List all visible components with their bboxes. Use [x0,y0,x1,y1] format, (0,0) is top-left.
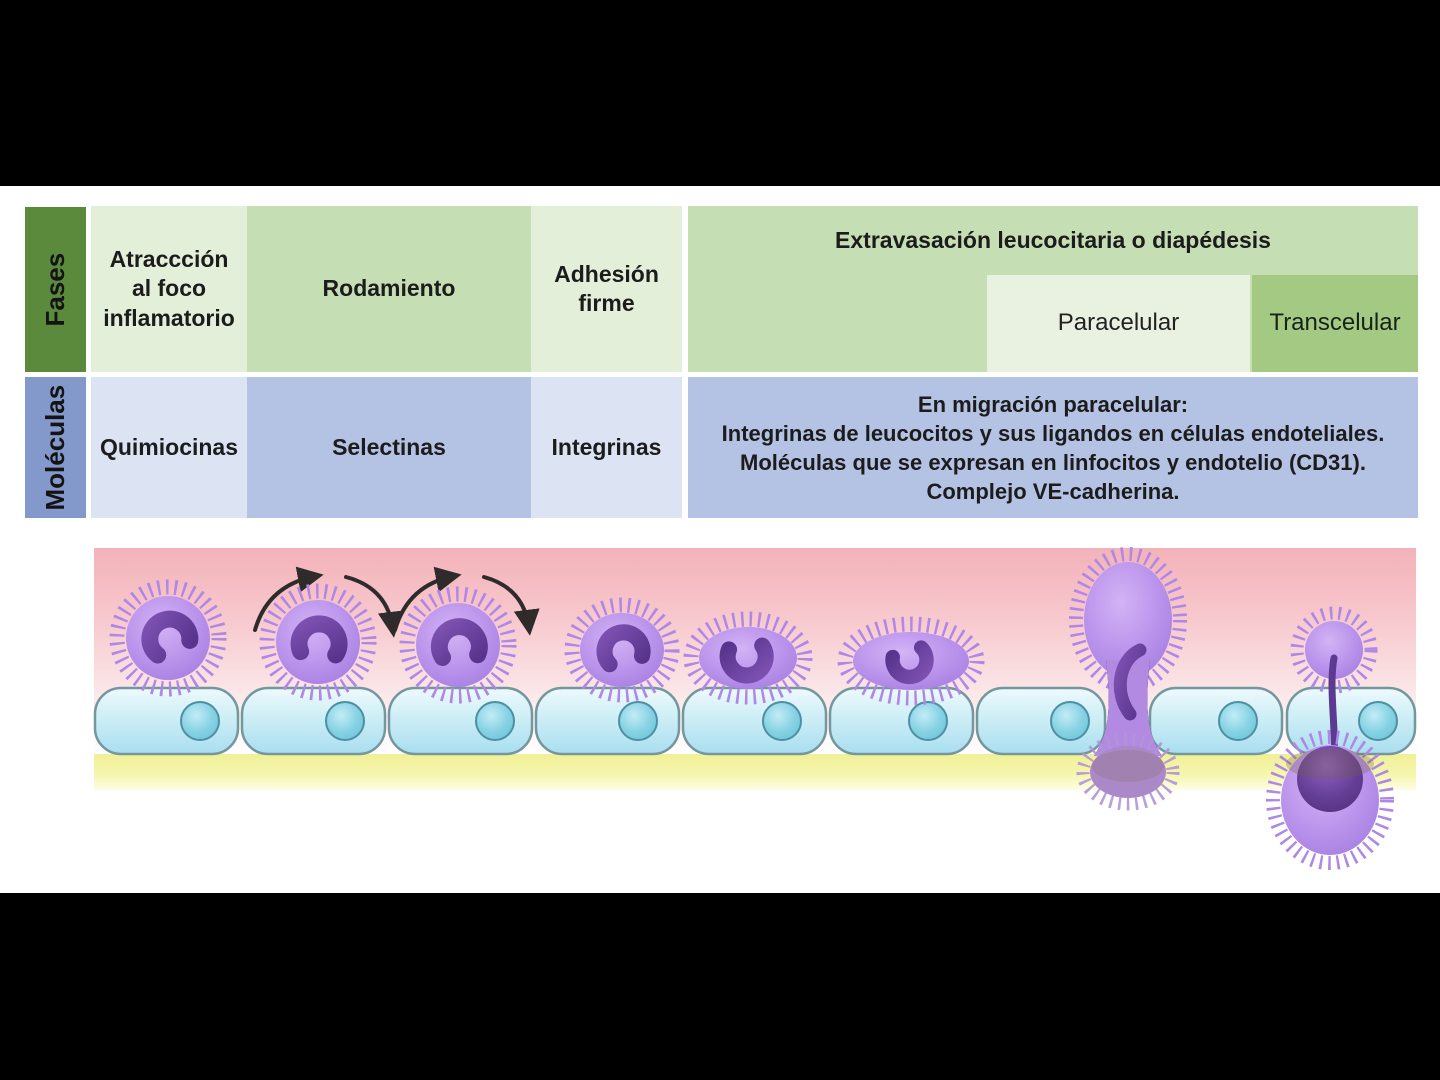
molecule-chemokines-cell: Quimiocinas [91,377,247,518]
leukocyte-firm-adhesion [837,616,985,706]
leukocyte-rolling [259,583,377,701]
chemokines-label: Quimiocinas [99,433,239,460]
phases-row-header: Fases [25,207,86,372]
leukocyte-adhering [683,611,813,705]
letterbox-top [0,0,1440,186]
paracellular-note-line: Integrinas de leucocitos y sus ligandos … [721,420,1385,446]
paracellular-subcell: Paracelular [987,275,1250,372]
extravasation-title: Extravasación leucocitaria o diapédesis [835,227,1271,253]
phase-rolling-label: Rodamiento [322,275,456,302]
leukocyte-free [109,579,227,697]
paracellular-note-line: Complejo VE-cadherina. [926,478,1180,504]
phase-rolling-cell: Rodamiento [247,206,531,372]
leukocyte-slowing [564,597,680,703]
leukocyte-transcellular-transmigration [1266,606,1394,870]
paracellular-note-line: En migración paracelular: [917,391,1189,417]
rotation-arrow-icons [253,566,540,638]
basement-membrane [94,754,1416,790]
paracellular-label: Paracelular [1057,309,1180,337]
phases-row-header-label: Fases [39,252,70,327]
phase-firm-adhesion-cell: Adhesión firme [531,206,682,372]
paracellular-note-line: Moléculas que se expresan en linfocitos … [740,449,1366,475]
molecules-row-header-label: Moléculas [39,384,70,511]
letterbox-bottom [0,893,1440,1080]
molecule-selectins-cell: Selectinas [247,377,531,518]
leukocyte-rolling [399,586,517,704]
paracellular-molecules-cell: En migración paracelular: Integrinas de … [688,377,1418,518]
diapedesis-illustration [93,547,1417,870]
transcellular-label: Transcelular [1269,309,1401,337]
molecule-integrins-cell: Integrinas [531,377,682,518]
leukocyte-paracellular-transmigration [1069,547,1187,811]
phase-attraction-cell: Atraccción al foco inflamatorio [91,206,247,372]
phase-firm-adhesion-label: Adhesión firme [554,260,659,316]
endothelial-nuclei [180,701,1398,741]
phase-attraction-label: Atraccción al foco inflamatorio [103,245,235,331]
transcellular-subcell: Transcelular [1252,275,1418,372]
selectins-label: Selectinas [332,433,446,460]
integrins-label: Integrinas [551,433,662,460]
molecules-row-header: Moléculas [25,377,86,518]
phase-extravasation-cell: Extravasación leucocitaria o diapédesis … [688,206,1418,372]
